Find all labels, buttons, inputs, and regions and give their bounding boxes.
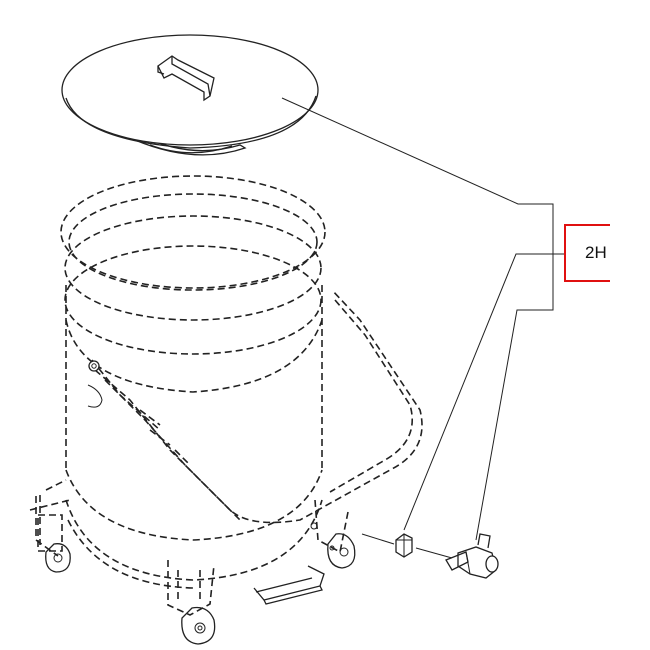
drain-valve-icon: [445, 533, 499, 579]
handle-pivot-icon: [87, 360, 103, 408]
foot-pedal: [253, 565, 325, 605]
lid-handle-icon: [157, 55, 215, 102]
handle-bar: [91, 289, 423, 524]
leader-lines: [281, 97, 564, 559]
fitting-icon: [395, 533, 413, 558]
caster-wheel-front: [167, 560, 216, 645]
bucket: [29, 175, 326, 589]
callout-label: 2H: [585, 243, 607, 262]
callout-highlight-box[interactable]: [564, 224, 610, 282]
lid: [61, 34, 319, 156]
caster-wheel-right: [310, 499, 356, 569]
caster-wheel-left: [35, 496, 71, 573]
